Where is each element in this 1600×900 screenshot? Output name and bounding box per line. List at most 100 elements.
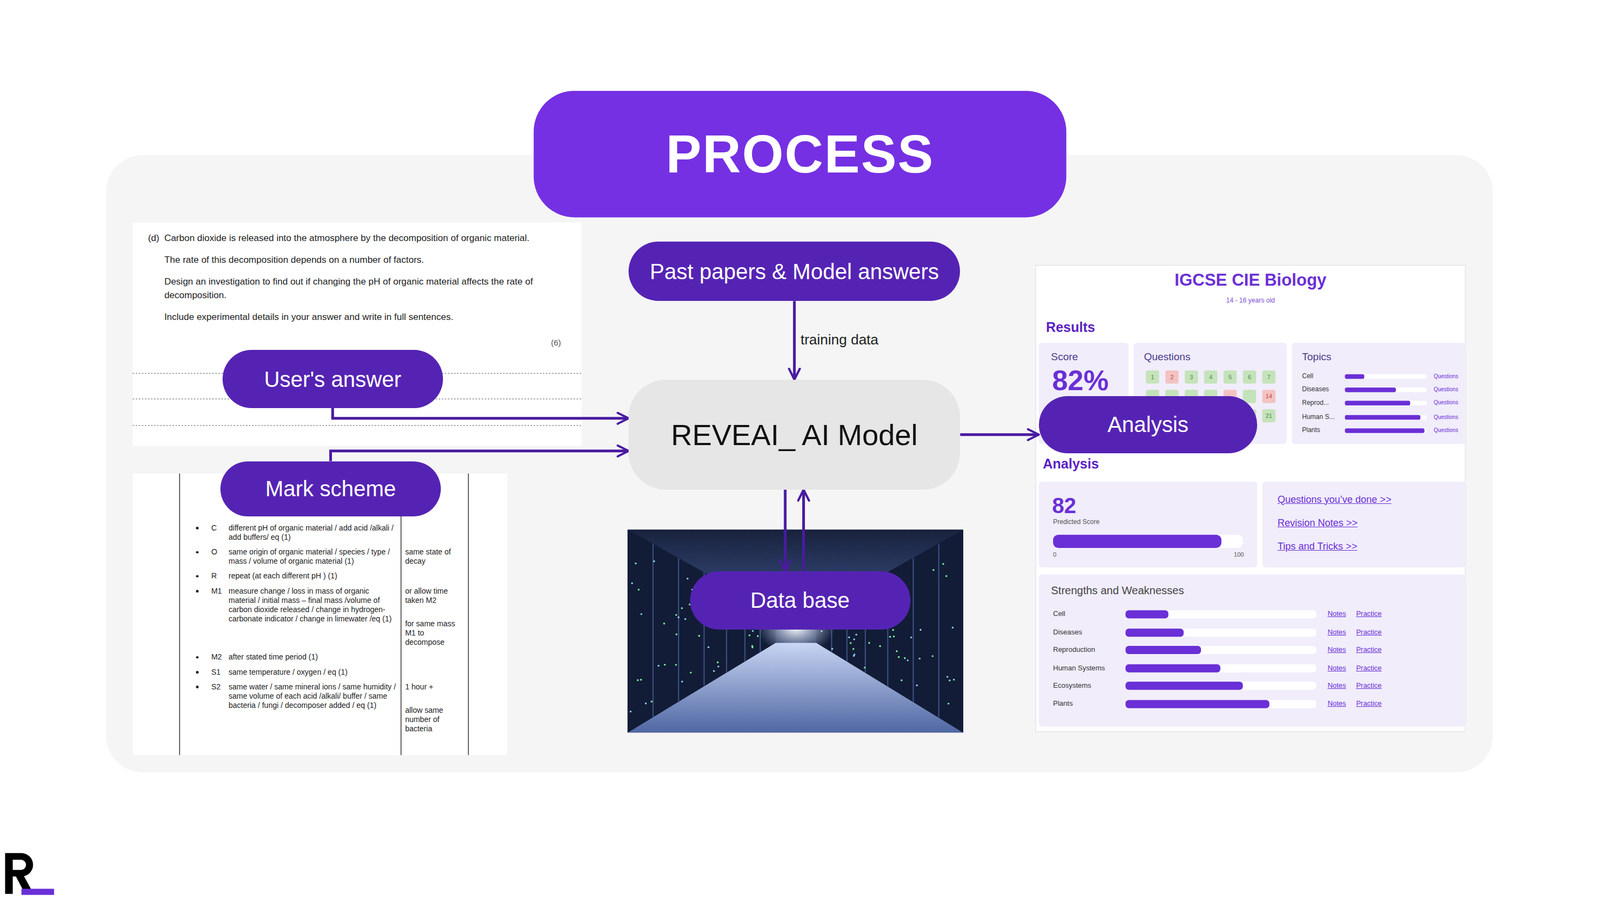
bullet-dot (195, 685, 199, 689)
code-cell: C (204, 523, 229, 533)
question-sheet (132, 222, 582, 447)
question-number-cell: 3 (1184, 370, 1198, 384)
mark-scheme-row: S1same temperature / oxygen / eq (1) (189, 667, 468, 678)
server-light (863, 666, 866, 669)
mark-code: S1 (211, 667, 229, 678)
server-light (910, 636, 913, 639)
bullet-cell (189, 547, 205, 557)
resource-link: Tips and Tricks >> (1277, 540, 1358, 553)
server-light (897, 656, 900, 658)
server-light (951, 626, 954, 629)
question-square (1262, 389, 1276, 403)
question-square (1165, 370, 1179, 384)
text-cell: measure change / loss in mass of organic… (228, 586, 398, 624)
question-square (1204, 370, 1218, 384)
server-light (906, 659, 909, 662)
progress-bar (1344, 415, 1421, 420)
server-light (644, 702, 647, 705)
server-light (751, 645, 754, 648)
topic-name: Plants (1302, 426, 1321, 435)
server-light (629, 560, 955, 713)
text-cell: repeat (at each different pH ) (1) (228, 571, 398, 581)
server-rack-edge (912, 558, 914, 703)
server-light (942, 563, 944, 565)
server-light (853, 653, 855, 656)
dashboard-screen (1035, 265, 1466, 732)
notes-link: Notes (1327, 628, 1346, 637)
server-light (893, 635, 895, 638)
note-cell: or allow time taken M2for same mass M1 t… (404, 586, 465, 648)
notes-link: Notes (1327, 645, 1346, 655)
bullet-cell (189, 682, 205, 692)
server-light (932, 569, 935, 571)
server-light (878, 645, 881, 648)
question-number-cell: 2 (1165, 370, 1179, 384)
server-light (634, 562, 637, 565)
progress-track (1125, 681, 1317, 691)
text-cell: different pH of organic material / add a… (228, 523, 398, 543)
flow-arrow (330, 451, 630, 462)
server-light (831, 648, 834, 650)
mark-note: same state of decay (404, 547, 465, 566)
section-heading: Analysis (1042, 456, 1099, 472)
logo-letter-shape (4, 853, 34, 895)
resource-link: Revision Notes >> (1277, 517, 1358, 529)
code-cell: M1 (204, 586, 229, 596)
mark-scheme-rows: Cdifferent pH of organic material / add … (189, 523, 468, 734)
logo (4, 853, 54, 896)
server-light (675, 613, 678, 616)
server-rack-edge (938, 544, 940, 718)
mark-note: for same mass M1 to decompose (404, 619, 465, 648)
progress-bar (1344, 374, 1365, 379)
mark-code: M1 (211, 586, 229, 596)
server-light (657, 665, 660, 667)
card-heading: Score (1050, 351, 1079, 363)
dashboard-title: IGCSE CIE Biology (1035, 270, 1466, 291)
mark-code: O (211, 547, 229, 557)
server-light (680, 607, 683, 609)
server-light (650, 700, 653, 703)
server-light (900, 679, 903, 682)
mark-point: repeat (at each different pH ) (1) (228, 571, 398, 581)
question-number-cell: 6 (1242, 370, 1257, 384)
server-light (895, 650, 898, 652)
flow-arrow (792, 300, 796, 380)
table-line (468, 473, 470, 756)
question-text: Design an investigation to find out if c… (164, 275, 547, 303)
question-number-cell: 5 (1223, 370, 1237, 384)
progress-bar (1125, 610, 1169, 619)
practice-link: Practice (1356, 628, 1382, 637)
note-cell: same state of decay (404, 547, 465, 566)
server-light (948, 679, 951, 682)
server-light (903, 657, 906, 660)
text-cell: after stated time period (1) (228, 652, 398, 662)
server-light (675, 633, 678, 636)
flow-arrow (960, 433, 1039, 436)
mark-code: R (211, 571, 229, 581)
mark-scheme-row: M1measure change / loss in mass of organ… (189, 586, 468, 648)
topic-name: Reprod... (1302, 399, 1329, 408)
card-heading: Questions (1143, 351, 1191, 363)
practice-link: Practice (1356, 610, 1382, 619)
server-light (716, 661, 719, 664)
text-cell: same temperature / oxygen / eq (1) (228, 667, 398, 678)
question-number-cell: 14 (1262, 389, 1276, 403)
output-pill: Analysis (1038, 396, 1258, 454)
dashboard-card (1038, 574, 1466, 727)
server-light (855, 634, 858, 636)
question-text: Include experimental details in your ans… (164, 310, 547, 324)
topic-name: Human S... (1302, 413, 1335, 422)
score-value: 82% (1051, 366, 1109, 395)
progress-track (1344, 401, 1427, 406)
notes-link: Notes (1327, 610, 1346, 619)
progress-track (1125, 699, 1317, 709)
server-light (891, 629, 894, 631)
server-light (712, 669, 715, 672)
topic-name: Cell (1302, 372, 1314, 381)
topic-name: Diseases (1053, 628, 1082, 637)
server-light (915, 684, 918, 687)
mark-allocation: (6) (551, 337, 562, 348)
question-square (1262, 370, 1276, 384)
progress-track (1125, 610, 1317, 619)
server-room-photo (627, 529, 964, 733)
